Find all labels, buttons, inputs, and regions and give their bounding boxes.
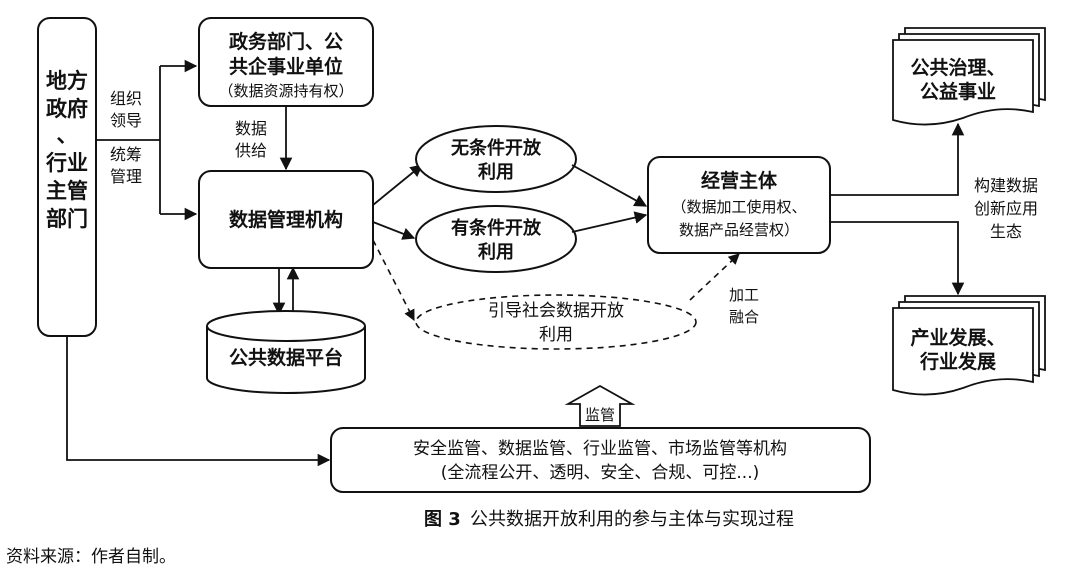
gov-units-line-2: 共企事业单位 (229, 55, 343, 78)
caption-text: 公共数据开放利用的参与主体与实现过程 (470, 509, 794, 530)
unconditional-line-1: 无条件开放 (451, 137, 542, 159)
org-lead-label-2: 领导 (110, 111, 142, 130)
operator-node: 经营主体 （数据加工使用权、 数据产品经营权） (647, 156, 831, 254)
industry-development-node: 产业发展、 行业发展 (892, 295, 1046, 396)
conditional-line-2: 利用 (478, 241, 514, 263)
industry-line-2: 行业发展 (919, 350, 996, 373)
industry-line-1: 产业发展、 (910, 326, 1005, 349)
local-gov-line-6: 部门 (46, 207, 88, 231)
platform-label: 公共数据平台 (229, 346, 343, 369)
lead-connectors (96, 59, 198, 221)
operator-line-1: 经营主体 (701, 169, 778, 192)
operator-line-2: （数据加工使用权、 (671, 198, 806, 216)
unconditional-open-node: 无条件开放 利用 (415, 125, 577, 193)
caption-number: 图 3 (424, 509, 461, 530)
gov-to-supervision-arrow (66, 336, 331, 467)
conditional-open-node: 有条件开放 利用 (415, 205, 577, 273)
source-note: 资料来源：作者自制。 (6, 547, 176, 567)
to-guided-arrow (372, 239, 415, 321)
org-lead-label-1: 组织 (110, 89, 142, 108)
public-gov-line-2: 公益事业 (920, 80, 996, 103)
guided-line-1: 引导社会数据开放 (488, 301, 624, 321)
process-label-1: 加工 (729, 286, 759, 304)
coordinate-label-1: 统筹 (110, 145, 142, 164)
gov-units-node: 政务部门、公 共企事业单位 （数据资源持有权） (198, 17, 374, 107)
conditional-to-operator-arrow (571, 211, 648, 233)
local-gov-line-4: 行业 (45, 151, 88, 175)
to-conditional-arrow (372, 221, 416, 240)
local-gov-line-3: 、 (57, 123, 78, 147)
unconditional-line-2: 利用 (478, 161, 514, 183)
unconditional-to-operator-arrow (571, 164, 648, 207)
process-label-2: 融合 (729, 308, 759, 326)
data-supply-label-1: 数据 (235, 119, 267, 138)
guided-to-operator-arrow (689, 253, 740, 301)
gov-units-line-3: （数据资源持有权） (218, 82, 353, 100)
data-mgmt-label: 数据管理机构 (229, 208, 343, 231)
ecosystem-label-1: 构建数据 (974, 176, 1038, 195)
conditional-line-1: 有条件开放 (451, 217, 542, 239)
outcome-connectors (830, 122, 965, 296)
guided-open-node: 引导社会数据开放 利用 (415, 294, 697, 350)
to-unconditional-arrow (372, 164, 423, 206)
supervision-node: 安全监管、数据监管、行业监管、市场监管等机构 (全流程公开、透明、安全、合规、可… (330, 427, 871, 493)
supervise-block-arrow: 监管 (564, 384, 636, 427)
public-platform-node: 公共数据平台 (206, 310, 366, 394)
gov-units-line-1: 政务部门、公 (229, 30, 343, 53)
public-governance-node: 公共治理、 公益事业 (892, 27, 1046, 126)
local-gov-line-2: 政府 (46, 97, 88, 121)
local-gov-line-5: 主管 (46, 179, 88, 203)
coordinate-label-2: 管理 (110, 167, 142, 186)
supervise-label: 监管 (585, 406, 615, 424)
data-supply-label-2: 供给 (235, 141, 267, 160)
guided-line-2: 利用 (539, 325, 573, 345)
supervision-line-2: (全流程公开、透明、安全、合规、可控...) (441, 463, 759, 483)
ecosystem-label-2: 创新应用 (974, 199, 1038, 218)
public-gov-line-1: 公共治理、 (910, 56, 1005, 79)
local-government-node: 地方 政府 、 行业 主管 部门 (37, 17, 97, 337)
supervision-line-1: 安全监管、数据监管、行业监管、市场监管等机构 (413, 439, 787, 459)
data-management-node: 数据管理机构 (198, 170, 374, 269)
ecosystem-label-3: 生态 (990, 222, 1022, 241)
local-gov-line-1: 地方 (46, 69, 88, 93)
operator-line-3: 数据产品经营权） (679, 221, 799, 239)
